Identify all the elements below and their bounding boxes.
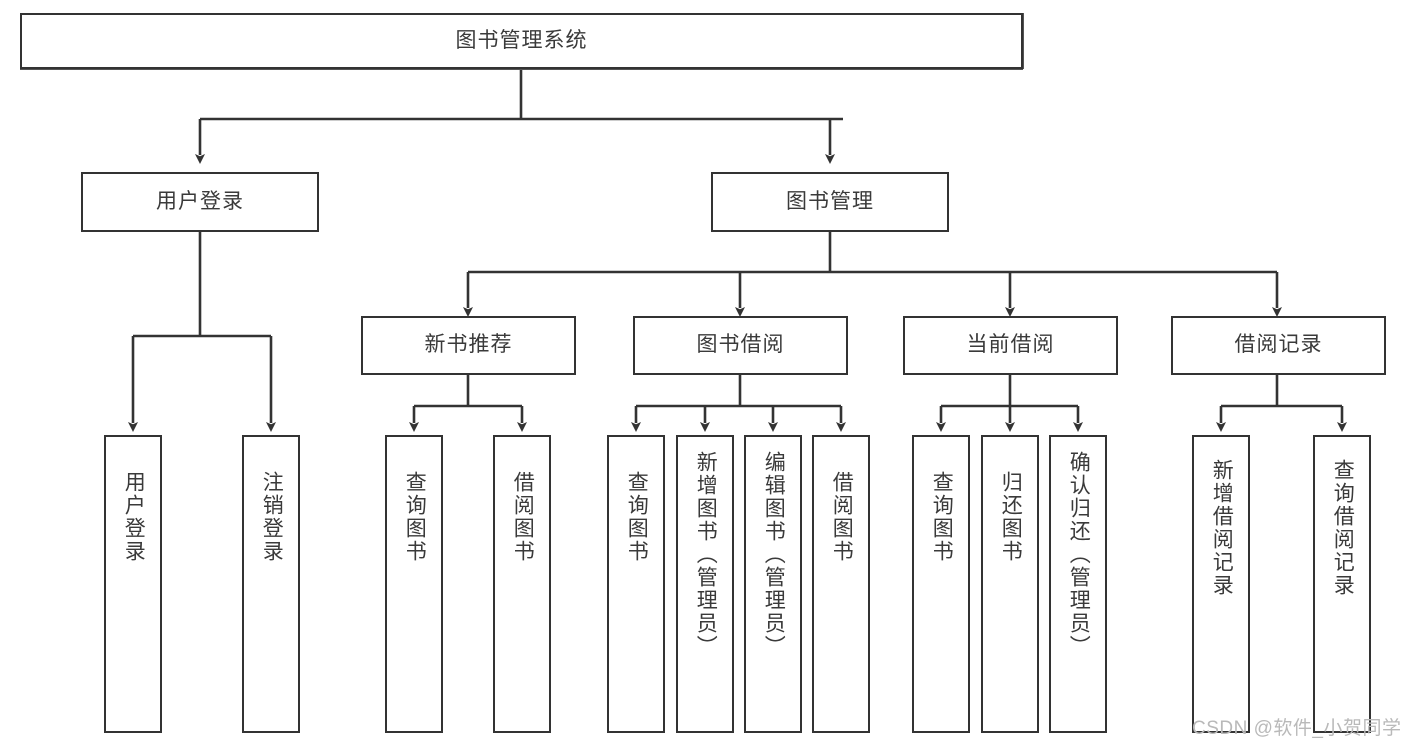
node-leaf-query-book-3[interactable]: 查询图书 [912, 435, 970, 733]
node-book-borrow[interactable]: 图书借阅 [633, 316, 848, 375]
node-leaf-logout-login[interactable]: 注销登录 [242, 435, 300, 733]
watermark-text: CSDN @软件_小贺同学 [1192, 718, 1402, 739]
node-current-borrow[interactable]: 当前借阅 [903, 316, 1118, 375]
node-borrow-record[interactable]: 借阅记录 [1171, 316, 1386, 375]
node-leaf-query-record[interactable]: 查询借阅记录 [1313, 435, 1371, 733]
node-label: 图书管理系统 [455, 28, 588, 52]
node-leaf-return-book[interactable]: 归还图书 [981, 435, 1039, 733]
node-label: 用户登录 [156, 189, 244, 213]
node-leaf-add-book[interactable]: 新增图书（管理员） [676, 435, 734, 733]
node-label: 编辑图书（管理员） [762, 451, 786, 658]
node-label: 借阅图书 [830, 471, 854, 563]
node-user-login[interactable]: 用户登录 [81, 172, 319, 232]
node-leaf-borrow-book-2[interactable]: 借阅图书 [812, 435, 870, 733]
node-label: 新增借阅记录 [1210, 459, 1234, 597]
node-label: 查询借阅记录 [1331, 459, 1355, 597]
node-leaf-borrow-book-1[interactable]: 借阅图书 [493, 435, 551, 733]
node-label: 查询图书 [625, 471, 649, 563]
node-leaf-edit-book[interactable]: 编辑图书（管理员） [744, 435, 802, 733]
node-label: 图书管理 [786, 189, 874, 213]
node-label: 查询图书 [930, 471, 954, 563]
node-label: 当前借阅 [966, 333, 1055, 357]
node-book-management[interactable]: 图书管理 [711, 172, 949, 232]
node-label: 确认归还（管理员） [1067, 451, 1091, 658]
node-label: 借阅图书 [511, 471, 535, 563]
node-new-book-recommend[interactable]: 新书推荐 [361, 316, 576, 375]
node-leaf-confirm-return[interactable]: 确认归还（管理员） [1049, 435, 1107, 733]
node-leaf-user-login[interactable]: 用户登录 [104, 435, 162, 733]
node-leaf-query-book-1[interactable]: 查询图书 [385, 435, 443, 733]
node-label: 查询图书 [403, 471, 427, 563]
node-label: 借阅记录 [1234, 333, 1323, 357]
node-label: 新增图书（管理员） [694, 451, 718, 658]
node-leaf-add-record[interactable]: 新增借阅记录 [1192, 435, 1250, 733]
node-label: 新书推荐 [424, 333, 513, 357]
node-label: 图书借阅 [696, 333, 785, 357]
node-label: 用户登录 [122, 471, 146, 563]
node-leaf-query-book-2[interactable]: 查询图书 [607, 435, 665, 733]
node-label: 注销登录 [260, 471, 284, 563]
node-system-root[interactable]: 图书管理系统 [20, 13, 1023, 69]
node-label: 归还图书 [999, 471, 1023, 563]
